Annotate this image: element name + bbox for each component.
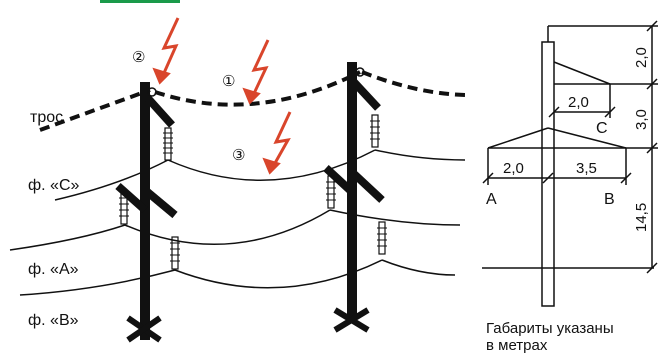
dim-arm-a: 2,0 (503, 160, 524, 177)
tower-left (115, 82, 180, 343)
label-ground-wire: трос (30, 109, 63, 126)
strike-marker-2: ② (132, 49, 145, 66)
units-note: Габариты указаны в метрах (486, 320, 656, 354)
strike-marker-3: ③ (232, 147, 245, 164)
conductor-phase-b-left (19, 269, 176, 296)
conductor-phase-c-left (54, 159, 169, 201)
conductor-phase-a-right (329, 209, 461, 226)
dim-phase-c: C (596, 120, 608, 137)
dim-phase-b: B (604, 191, 615, 208)
label-phase-a: ф. «А» (28, 261, 79, 278)
units-note-line2: в метрах (486, 337, 548, 354)
conductor-phase-a-left (9, 224, 126, 251)
lightning-bolt-3 (262, 111, 292, 175)
dimension-ticks (482, 20, 658, 274)
label-phase-c: ф. «С» (28, 177, 80, 194)
tower-right (323, 62, 387, 333)
label-phase-b: ф. «В» (28, 312, 79, 329)
ground-wire-span (154, 70, 361, 107)
dim-top: 2,0 (633, 47, 650, 68)
conductor-phase-c-right (374, 149, 466, 161)
dim-upper-arm: 2,0 (568, 94, 589, 111)
ground-wire-left (39, 88, 151, 132)
dim-phase-a: A (486, 191, 497, 208)
dim-arm-b: 3,5 (576, 160, 597, 177)
lightning-bolt-1 (242, 39, 270, 105)
dim-height: 14,5 (633, 203, 650, 232)
ground-wire-right (361, 70, 471, 97)
lightning-bolt-2 (152, 17, 180, 85)
units-note-line1: Габариты указаны (486, 320, 614, 337)
conductor-phase-b-span (174, 259, 383, 289)
cropped-header-fragment (100, 0, 180, 3)
strike-marker-1: ① (222, 73, 235, 90)
dim-middle: 3,0 (633, 109, 650, 130)
conductor-phase-b-right (381, 259, 456, 276)
conductor-phase-a-span (124, 209, 331, 245)
